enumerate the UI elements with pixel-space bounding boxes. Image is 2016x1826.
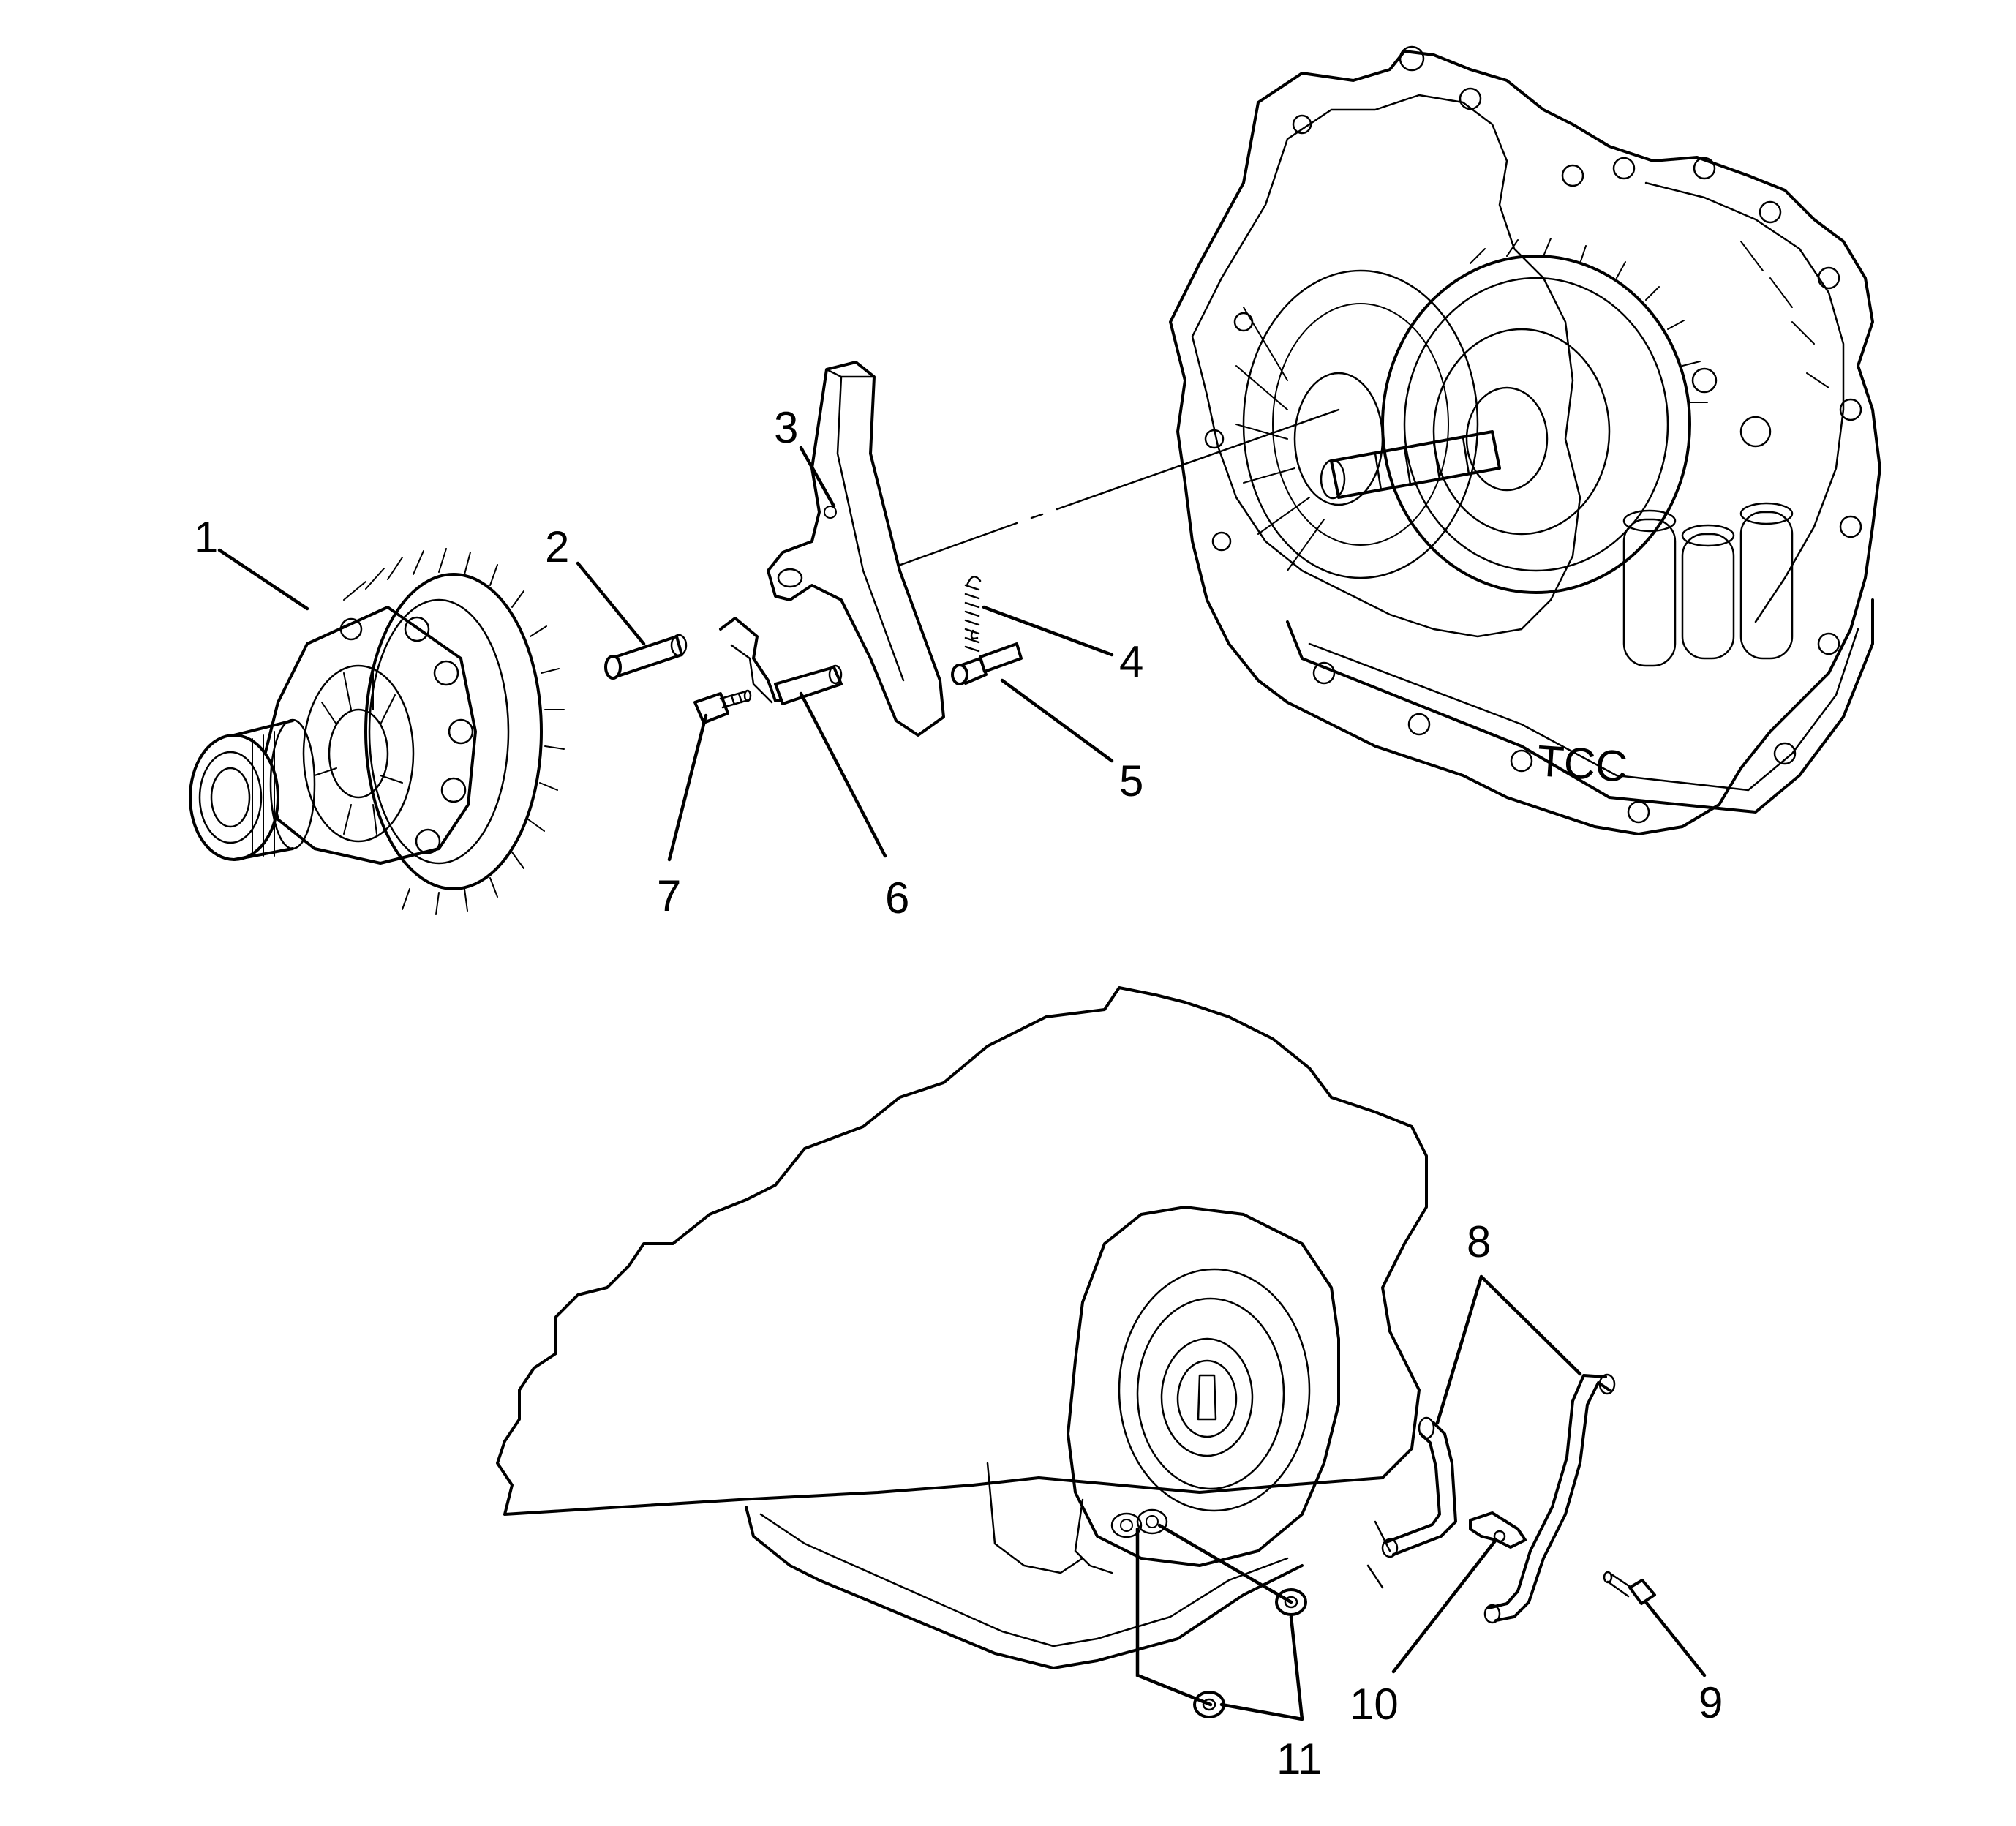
pin-part (604, 634, 688, 680)
leader-1 (217, 548, 309, 611)
callout-9: 9 (1699, 1678, 1723, 1727)
clamp-part (1469, 1511, 1527, 1549)
leader-lines (217, 446, 1707, 1721)
bolt-part (693, 689, 752, 724)
callout-6: 6 (885, 873, 909, 923)
leader-8 (1435, 1274, 1582, 1425)
parking-lever-part (767, 361, 945, 737)
transaxle-case: TCC (1169, 45, 1881, 835)
alignment-centerline (873, 408, 1340, 576)
differential-assembly-part (189, 548, 565, 915)
leader-3 (799, 446, 836, 508)
spring-part (964, 576, 982, 653)
case-stamp-text: TCC (1535, 736, 1629, 791)
leader-6 (799, 691, 887, 858)
leader-4 (982, 605, 1114, 657)
bracket-part (719, 617, 843, 705)
callout-2: 2 (545, 522, 569, 571)
leader-10 (1391, 1538, 1498, 1674)
callout-1: 1 (194, 513, 218, 562)
callout-3: 3 (774, 403, 798, 452)
sealing-washer-part (1193, 1588, 1307, 1718)
cooler-hose-part (1381, 1373, 1616, 1624)
leader-5 (1000, 678, 1114, 763)
callout-5: 5 (1119, 756, 1143, 805)
pivot-pin-part (951, 642, 1023, 685)
callout-10: 10 (1350, 1680, 1399, 1729)
leader-7 (667, 713, 708, 862)
fitting-part (1603, 1571, 1656, 1605)
callout-11: 11 (1276, 1735, 1322, 1784)
leader-11 (1135, 1523, 1304, 1721)
callout-labels: 1 2 3 4 5 6 7 8 9 10 11 (194, 403, 1723, 1784)
leader-2 (576, 561, 646, 646)
callout-7: 7 (657, 871, 681, 920)
transaxle-lower-view (496, 986, 1428, 1669)
callout-8: 8 (1467, 1217, 1491, 1266)
callout-4: 4 (1119, 637, 1143, 686)
leader-9 (1644, 1600, 1707, 1677)
